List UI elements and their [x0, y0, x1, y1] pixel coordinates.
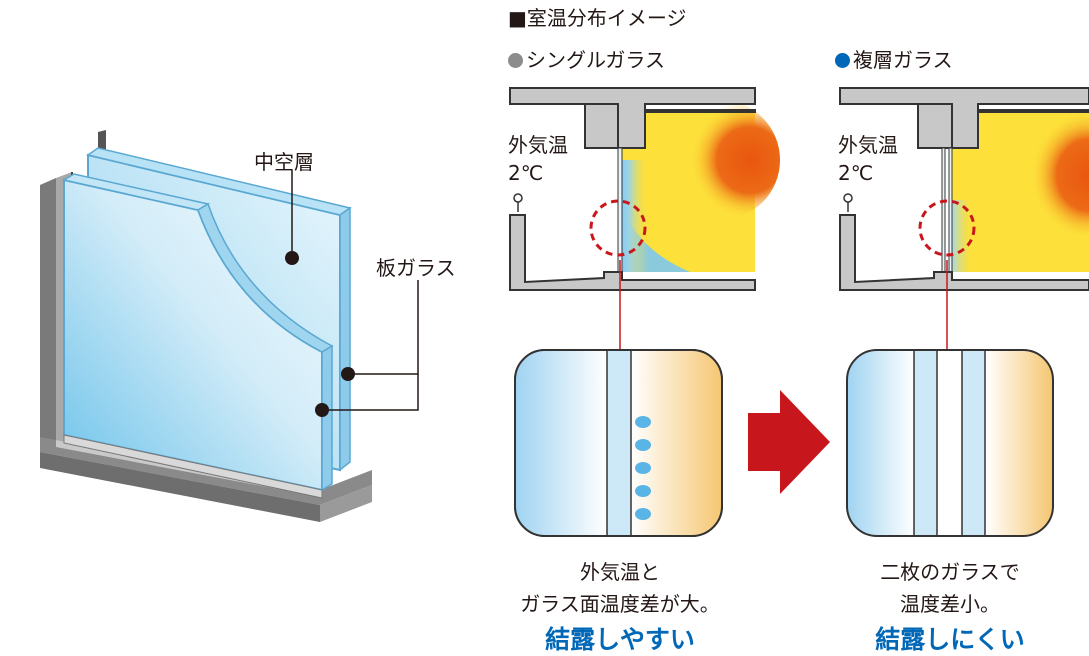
leader-sheet-glass [315, 280, 419, 417]
double-glass-section [839, 87, 1089, 352]
single-caption-line1: 外気温と [580, 560, 660, 584]
label-sheet-glass: 板ガラス [376, 256, 456, 280]
single-glass-section [509, 87, 780, 352]
double-glass-header-text: 複層ガラス [853, 48, 953, 72]
condensation-droplets [635, 416, 651, 520]
double-glass-zoom [846, 349, 1054, 537]
double-blue-dot [835, 53, 850, 68]
single-outside-label: 外気温 [508, 133, 568, 157]
single-glass-zoom [514, 349, 723, 537]
double-caption: 二枚のガラスで 温度差小。 [820, 556, 1080, 620]
single-gray-dot [508, 53, 523, 68]
double-result: 結露しにくい [875, 625, 1025, 654]
leader-hollow-layer [285, 170, 299, 265]
label-hollow-layer: 中空層 [254, 150, 314, 174]
double-caption-line2: 温度差小。 [900, 592, 1000, 616]
comparison-arrow [748, 390, 830, 494]
single-outside-value: 2℃ [508, 161, 544, 185]
double-outside-label: 外気温 [838, 133, 898, 157]
double-outside-value: 2℃ [838, 161, 874, 185]
double-caption-line1: 二枚のガラスで [880, 560, 1020, 584]
single-outside-temp: 外気温 2℃ [508, 131, 568, 187]
double-glass-header: 複層ガラス [835, 44, 953, 73]
single-result: 結露しやすい [545, 625, 695, 654]
single-glass-header: シングルガラス [508, 44, 665, 73]
single-glass-header-text: シングルガラス [526, 48, 665, 72]
single-caption: 外気温と ガラス面温度差が大。 [490, 556, 750, 620]
window-illustration [40, 130, 372, 522]
diagram-title: ■室温分布イメージ [508, 6, 687, 30]
single-caption-line2: ガラス面温度差が大。 [520, 592, 720, 616]
double-outside-temp: 外気温 2℃ [838, 131, 898, 187]
